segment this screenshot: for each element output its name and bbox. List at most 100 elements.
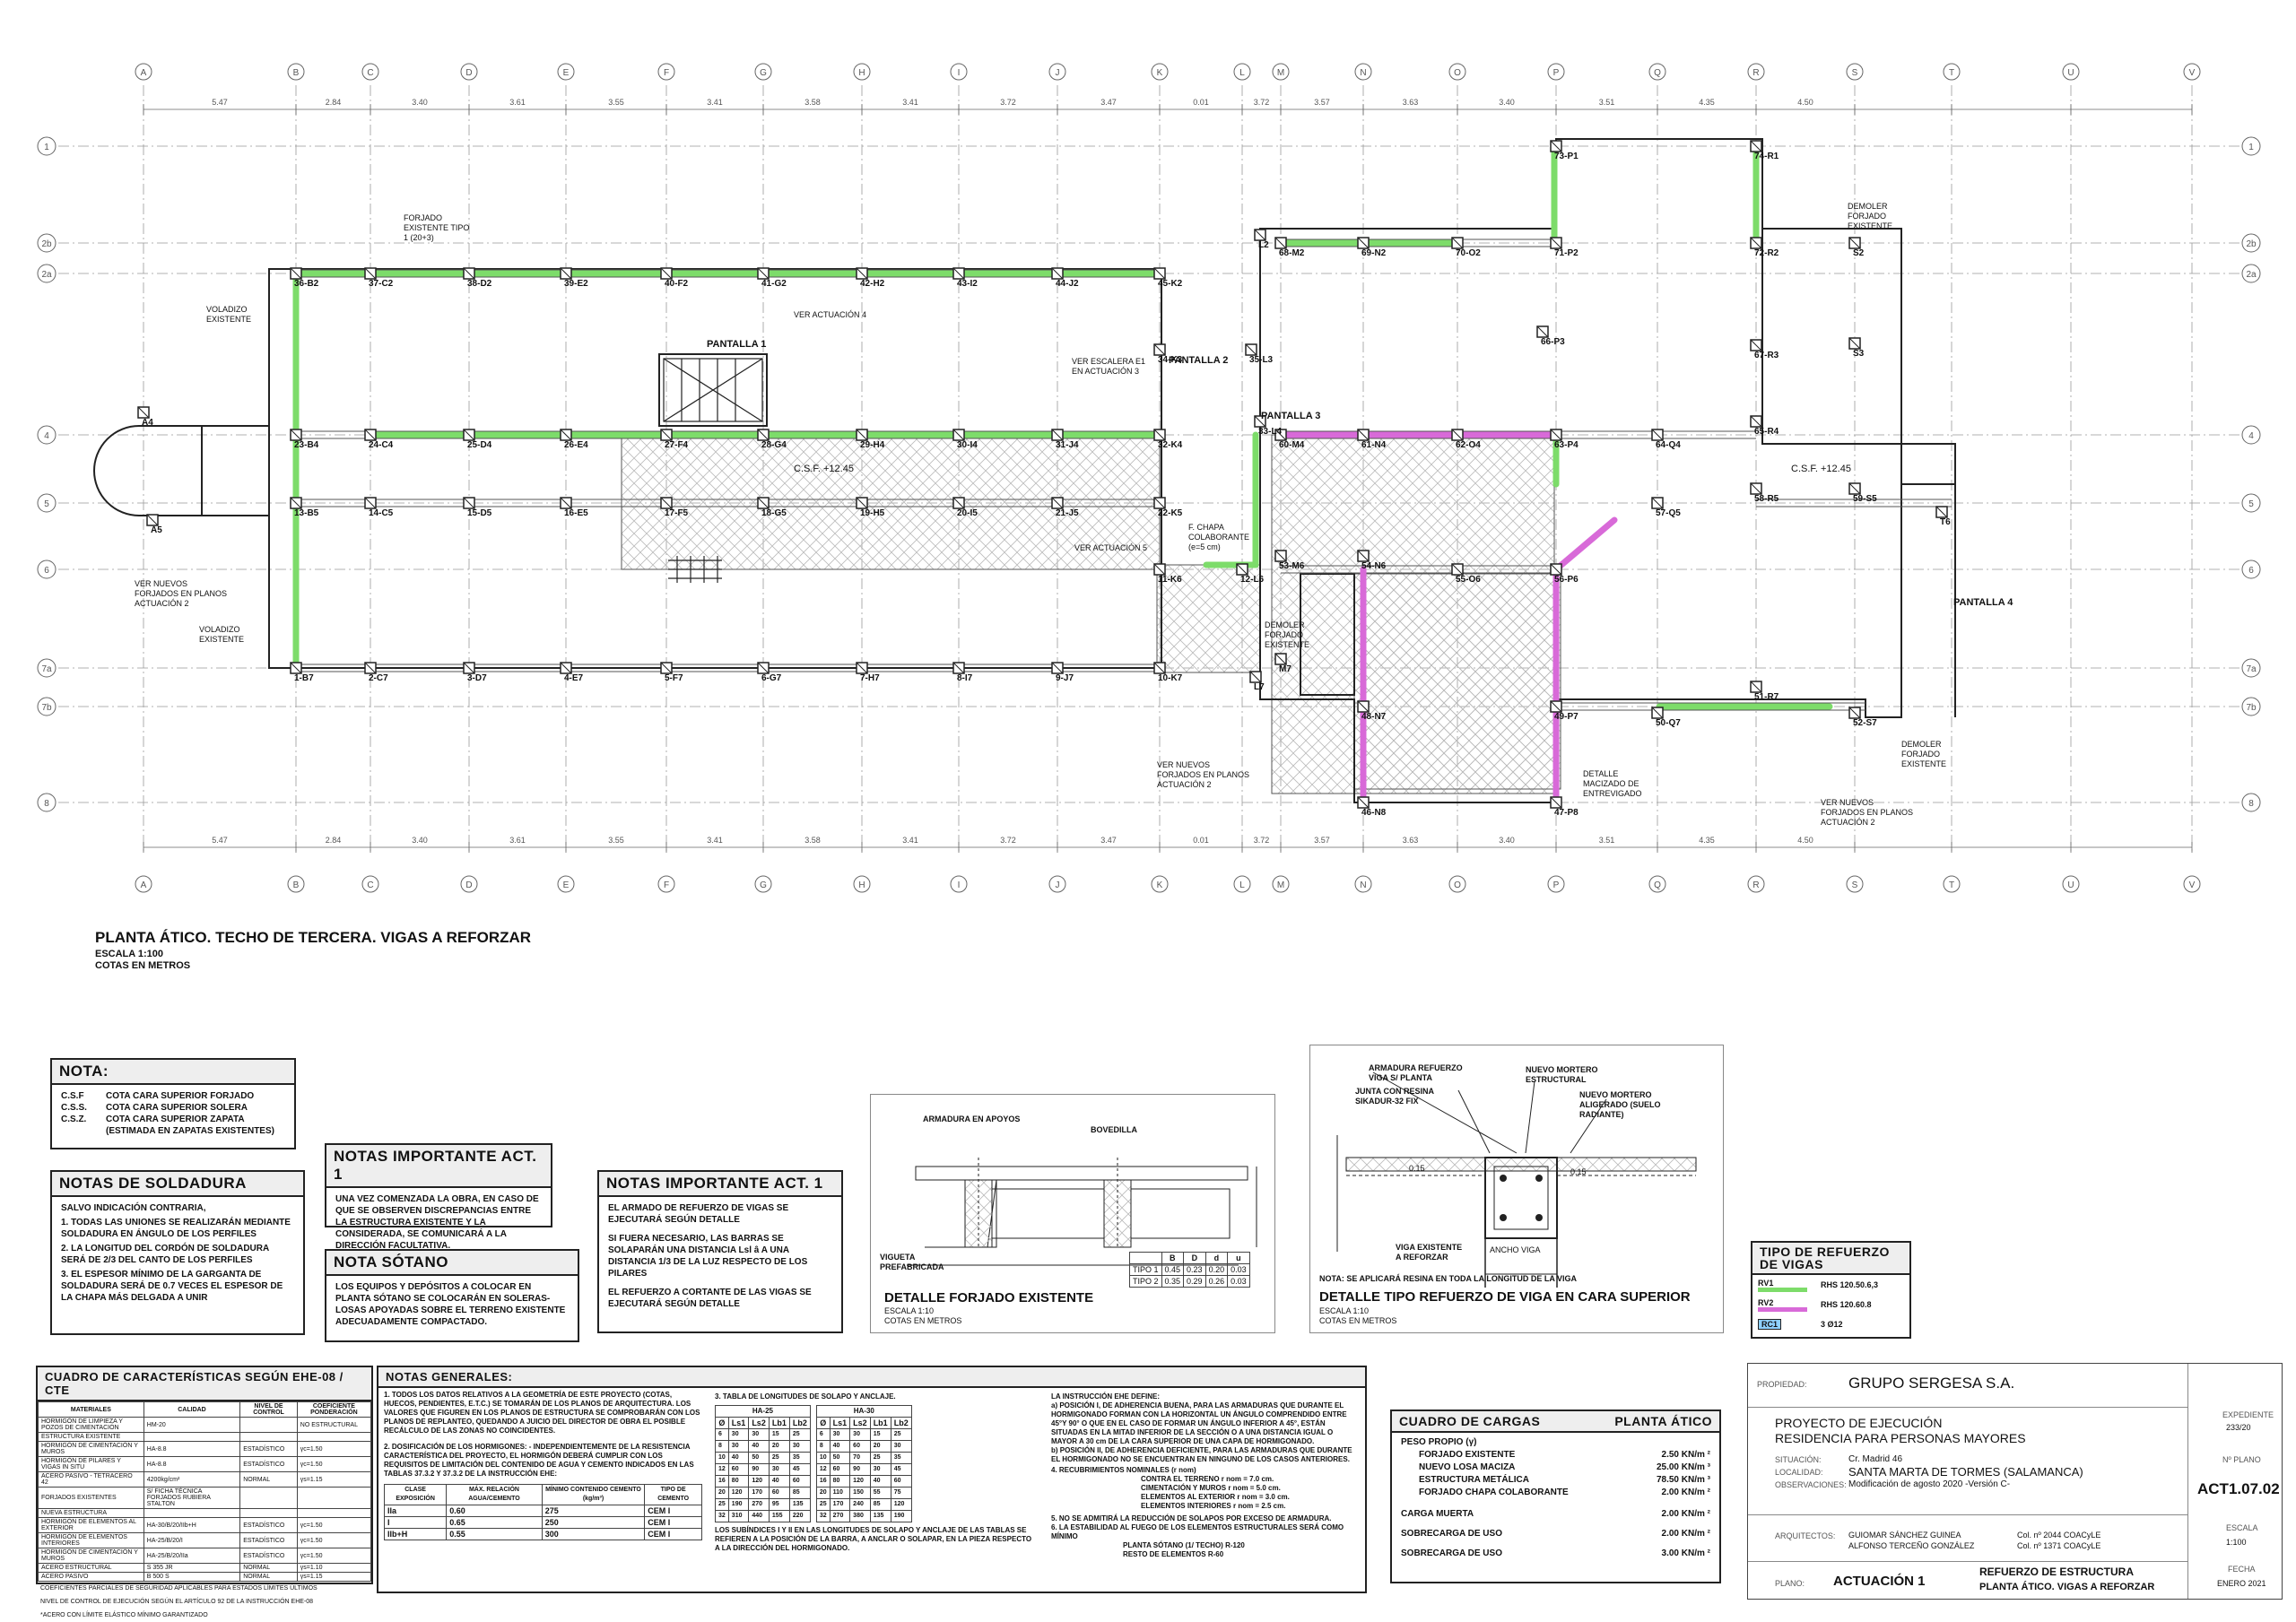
dimension-value: 5.47 <box>212 836 228 845</box>
pillar-label: 37-C2 <box>369 279 394 289</box>
dimension-value: 3.47 <box>1100 836 1117 845</box>
grid-letter: G <box>760 880 767 890</box>
grid-bubble <box>657 875 675 893</box>
forjado-existente-label: FORJADO EXISTENTE TIPO 1 (20+3) <box>404 213 470 242</box>
csf-label-1: C.S.F. +12.45 <box>794 464 854 474</box>
grid-bubble <box>1547 875 1565 893</box>
grid-bubble <box>1846 63 1864 81</box>
grid-number: 5 <box>2248 499 2254 509</box>
pillar-label: 67-R3 <box>1754 351 1779 360</box>
grid-number: 2a <box>41 270 52 280</box>
ancho-viga-label: ANCHO VIGA <box>1490 1245 1541 1254</box>
grid-letter: C <box>367 880 373 890</box>
pillar-label: 15-D5 <box>467 508 492 518</box>
dim-015-a: 0.15 <box>1409 1164 1425 1173</box>
dimension-value: 3.41 <box>707 836 723 845</box>
grid-letter: U <box>2067 880 2074 890</box>
grid-letter: A <box>141 68 147 78</box>
pillar-label: S3 <box>1853 349 1865 359</box>
pillar-label: 64-Q4 <box>1656 440 1681 450</box>
pillar-label: 73-P1 <box>1554 152 1578 161</box>
pillar-label: 2-C7 <box>369 673 388 683</box>
pillars <box>137 140 1948 809</box>
grid-bubble <box>853 875 871 893</box>
pillar-label: 33-L4 <box>1258 427 1283 437</box>
nota-general-5: 5. NO SE ADMITIRÁ LA REDUCCIÓN DE SOLAPO… <box>1051 1514 1332 1522</box>
pillar-label: 28-G4 <box>761 440 787 450</box>
pillar-label: 42-H2 <box>860 279 885 289</box>
grid-bubble <box>1648 63 1666 81</box>
macizado-label: DETALLE MACIZADO DE ENTREVIGADO <box>1583 769 1642 798</box>
dimension-value: 3.72 <box>1254 836 1270 845</box>
dimension-value: 2.84 <box>326 98 342 107</box>
arquitecto-2: ALFONSO TERCEÑO GONZÁLEZ <box>1848 1541 1975 1550</box>
recubrimiento-1: CONTRA EL TERRENO r nom = 7.0 cm. <box>1141 1475 1274 1483</box>
pillar-label: 18-G5 <box>761 508 787 518</box>
nota-general-1: 1. TODOS LOS DATOS RELATIVOS A LA GEOMET… <box>384 1391 700 1435</box>
grid-bubble <box>2183 875 2201 893</box>
grid-bubble <box>1448 875 1466 893</box>
grid-number: 7a <box>41 664 52 674</box>
nota-general-3b: LOS SUBÍNDICES I Y II EN LAS LONGITUDES … <box>715 1526 1032 1552</box>
grid-letter: T <box>1949 880 1954 890</box>
dimension-value: 3.57 <box>1314 98 1330 107</box>
grid-bubble <box>557 63 575 81</box>
plan-scale: ESCALA 1:100 <box>95 949 164 959</box>
grid-bubble <box>2241 697 2261 716</box>
pillar-label: 47-P8 <box>1554 808 1578 818</box>
pillar-label: 66-P3 <box>1541 337 1565 347</box>
pillar-label: 14-C5 <box>369 508 394 518</box>
pillar-label: T6 <box>1940 517 1951 527</box>
grid-bubble <box>460 875 478 893</box>
grid-letter: B <box>293 68 300 78</box>
pillar-label: 29-H4 <box>860 440 885 450</box>
grid-letter: O <box>1454 68 1461 78</box>
grid-bubble <box>1151 875 1169 893</box>
pillar-label: 52-S7 <box>1853 718 1877 728</box>
pillar-label: 34-K3 <box>1158 355 1183 365</box>
propiedad-row: PROPIEDAD: GRUPO SERGESA S.A. <box>1748 1364 2187 1408</box>
grid-letter: Q <box>1654 880 1661 890</box>
grid-bubble <box>1747 63 1765 81</box>
notas-generales-title: NOTAS GENERALES: <box>378 1367 1365 1388</box>
detalle-forjado-box: ARMADURA EN APOYOS BOVEDILLA VIGUETA PRE… <box>870 1094 1275 1333</box>
pillar-label: 6-G7 <box>761 673 782 683</box>
dimension-value: 0.01 <box>1193 98 1209 107</box>
notas-generales-col-1: 1. TODOS LOS DATOS RELATIVOS A LA GEOMET… <box>383 1391 702 1540</box>
dimension-value: 3.58 <box>804 98 821 107</box>
caracteristicas-title: CUADRO DE CARACTERÍSTICAS SEGÚN EHE-08 /… <box>38 1367 371 1401</box>
pillar-label: 58-R5 <box>1754 494 1779 504</box>
nota-general-4: 4. RECUBRIMIENTOS NOMINALES (r nom) <box>1051 1466 1196 1474</box>
grid-letter: B <box>293 880 300 890</box>
grid-letter: D <box>465 68 472 78</box>
arquitecto-1: GUIOMAR SÁNCHEZ GUINEA <box>1848 1531 1961 1540</box>
pillar-label: 8-I7 <box>957 673 973 683</box>
notas-generales-col-2: 3. TABLA DE LONGITUDES DE SOLAPO Y ANCLA… <box>715 1392 1038 1553</box>
grid-letter: E <box>563 68 570 78</box>
grid-bubble <box>2062 63 2080 81</box>
pillar-label: 46-N8 <box>1361 808 1387 818</box>
caracteristicas-foot-2: NIVEL DE CONTROL DE EJECUCIÓN SEGÚN EL A… <box>40 1599 314 1605</box>
pantalla-4-label: PANTALLA 4 <box>1953 597 2013 608</box>
pantalla-2-label: PANTALLA 2 <box>1169 355 1229 366</box>
grid-bubble <box>37 493 57 513</box>
grid-bubble <box>135 875 152 893</box>
dimension-value: 3.72 <box>1000 98 1016 107</box>
dimension-value: 3.55 <box>608 836 624 845</box>
grid-bubble <box>37 559 57 579</box>
ver-forjados-label-3: VER NUEVOS FORJADOS EN PLANOS ACTUACIÓN … <box>1821 798 1914 827</box>
rv2-beam <box>1552 516 1618 573</box>
pillar-label: 63-P4 <box>1554 440 1578 450</box>
grid-number: 2a <box>2246 270 2257 280</box>
grid-bubble <box>2062 875 2080 893</box>
detalle-viga-title: DETALLE TIPO REFUERZO DE VIGA EN CARA SU… <box>1319 1289 1691 1305</box>
recubrimiento-2: CIMENTACIÓN Y MUROS r nom = 5.0 cm. <box>1141 1484 1281 1492</box>
observaciones: Modificación de agosto 2020 -Versión C- <box>1848 1479 2011 1489</box>
